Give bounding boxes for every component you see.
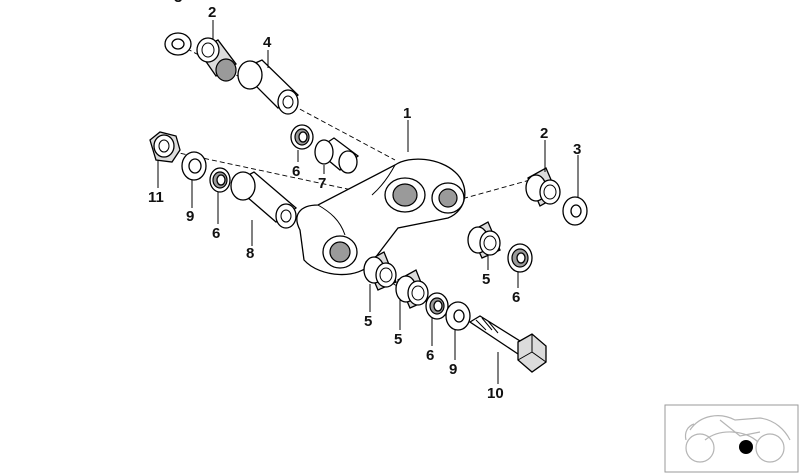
spacer-tube-part-4 [237, 59, 300, 115]
seal-ring-part-6-left [209, 167, 231, 193]
leader-lines [157, 20, 579, 384]
callout-6-upper: 6 [292, 163, 300, 180]
hex-nut-part-11 [149, 131, 181, 163]
inner-sleeve-part-7 [314, 137, 360, 174]
seal-ring-part-6-lower [425, 292, 449, 320]
washer-part-9-left [181, 151, 207, 181]
locator-thumbnail [664, 404, 799, 473]
callout-4: 4 [263, 34, 272, 51]
motorcycle-silhouette-icon [684, 415, 791, 463]
callout-6-left: 6 [212, 225, 220, 242]
callout-6-right: 6 [512, 289, 520, 306]
location-dot-icon [739, 440, 753, 454]
callout-5-lower-b: 5 [394, 331, 402, 348]
bearing-part-5-right [467, 221, 501, 259]
bearing-part-5-lower-b [395, 269, 429, 309]
washer-part-3-right [562, 196, 588, 226]
callout-5-right: 5 [482, 271, 490, 288]
washer-part-3-top [164, 32, 192, 56]
washer-part-9-lower [445, 301, 471, 331]
callout-labels: 3 2 4 1 2 3 6 7 11 9 6 8 5 6 5 5 6 9 10 [148, 0, 581, 402]
long-sleeve-part-8 [230, 171, 298, 229]
bolt-part-10 [468, 315, 547, 373]
callout-9-lower: 9 [449, 361, 457, 378]
bearing-sleeve-part-2-top [196, 37, 237, 82]
callout-2-top: 2 [208, 4, 216, 21]
bearing-sleeve-part-2-right [525, 167, 561, 207]
callout-3-top: 3 [174, 0, 182, 6]
callout-5-lower-a: 5 [364, 313, 372, 330]
callout-1: 1 [403, 105, 411, 122]
callout-2-right: 2 [540, 125, 548, 142]
callout-7: 7 [318, 175, 326, 192]
callout-9-left: 9 [186, 208, 194, 225]
seal-ring-part-6-right [507, 243, 533, 273]
seal-ring-part-6-upper [290, 124, 314, 150]
callout-8: 8 [246, 245, 254, 262]
bearing-part-5-lower-a [363, 251, 397, 291]
callout-3-right: 3 [573, 141, 581, 158]
callout-11: 11 [148, 189, 164, 206]
callout-10: 10 [487, 385, 504, 402]
callout-6-lower: 6 [426, 347, 434, 364]
lever-linkage-part-1 [296, 158, 466, 276]
